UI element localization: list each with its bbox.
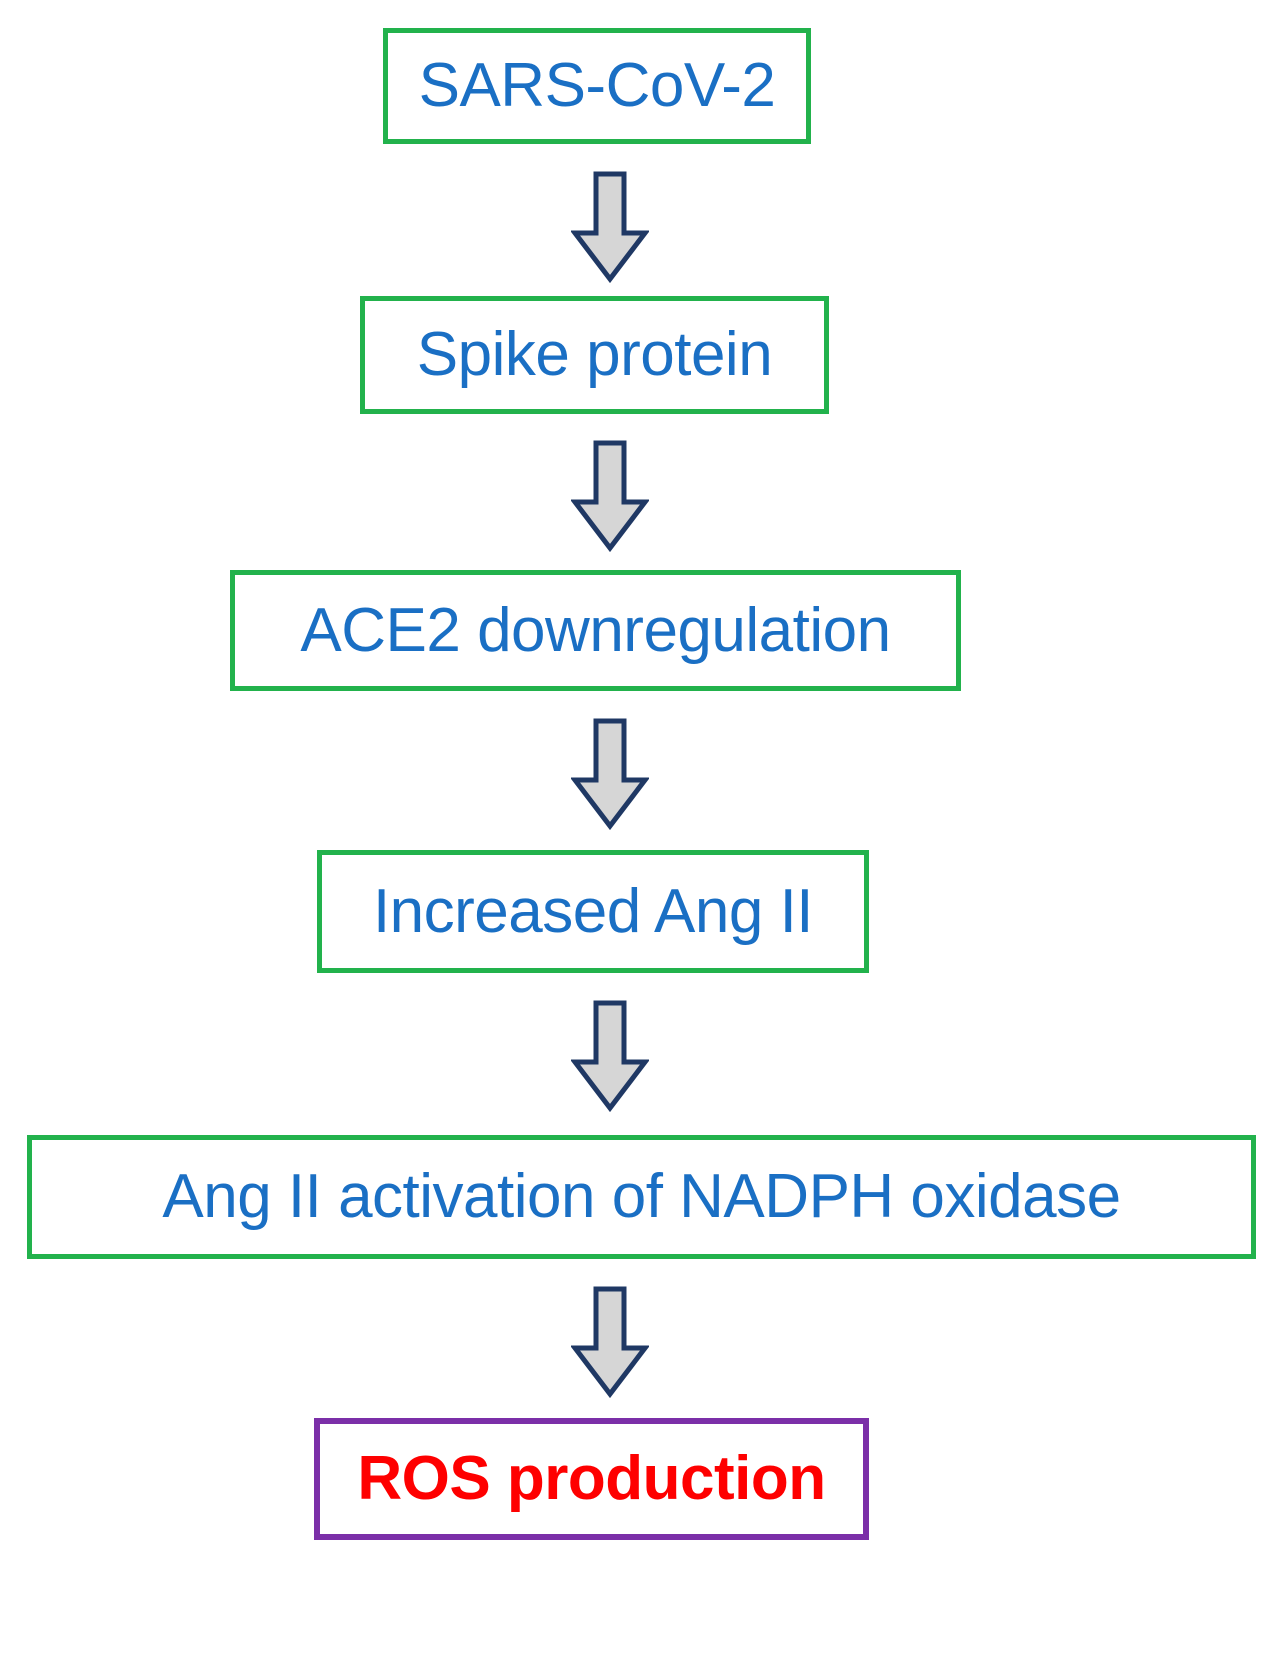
down-block-arrow-icon [571,440,649,552]
down-block-arrow-glyph [571,171,649,283]
flowchart-node-label: ROS production [357,1444,826,1514]
down-block-arrow-glyph [571,718,649,830]
flowchart-node-spike-protein: Spike protein [360,296,829,414]
flowchart-node-ace2-downregulation: ACE2 downregulation [230,570,961,691]
down-block-arrow-icon [571,1286,649,1398]
flowchart-node-label: ACE2 downregulation [300,595,891,665]
flowchart-node-increased-ang-ii: Increased Ang II [317,850,869,973]
down-block-arrow-icon [571,718,649,830]
flowchart-node-label: SARS-CoV-2 [418,51,776,121]
flowchart-node-sars-cov-2: SARS-CoV-2 [383,28,811,144]
down-block-arrow-glyph [571,440,649,552]
flowchart-node-nadph-oxidase-activation: Ang II activation of NADPH oxidase [27,1135,1256,1259]
flowchart-node-label: Ang II activation of NADPH oxidase [162,1162,1121,1232]
down-block-arrow-icon [571,1000,649,1112]
down-block-arrow-glyph [571,1000,649,1112]
flowchart-node-label: Increased Ang II [372,876,814,946]
down-block-arrow-glyph [571,1286,649,1398]
flowchart-node-label: Spike protein [416,320,773,390]
flowchart-node-ros-production: ROS production [314,1418,869,1540]
down-block-arrow-icon [571,171,649,283]
